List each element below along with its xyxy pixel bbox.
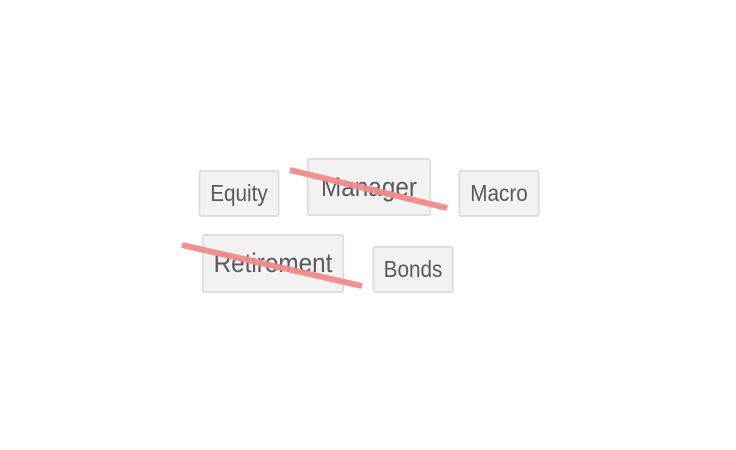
tag-manager[interactable]: Manager [306,158,432,216]
tag-macro[interactable]: Macro [458,170,540,217]
tag-retirement[interactable]: Retirement [201,234,345,293]
tag-equity[interactable]: Equity [198,170,280,217]
tag-bonds[interactable]: Bonds [372,246,454,293]
